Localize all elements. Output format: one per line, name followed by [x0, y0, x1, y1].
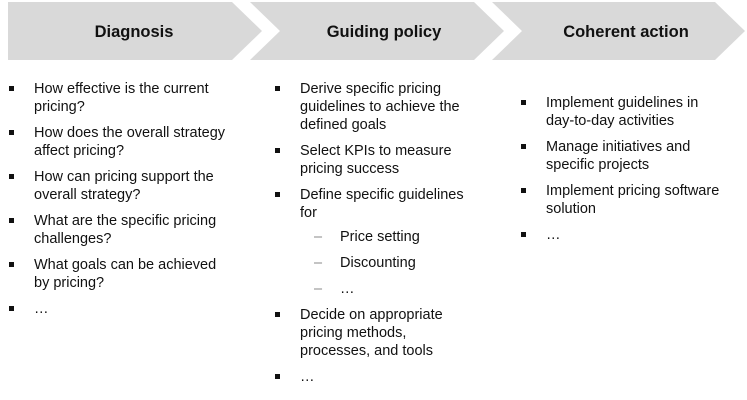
coherent-action-header: Coherent action — [563, 23, 689, 41]
coherent-action-item: Implement guidelines in day-to-day activ… — [518, 94, 728, 130]
guideline-subitem: Price setting — [300, 228, 472, 246]
guiding-policy-header: Guiding policy — [327, 23, 442, 41]
guiding-policy-item: Define specific guidelines for Price set… — [272, 186, 472, 298]
guiding-policy-item-text: Derive specific pricing guidelines to ac… — [300, 81, 460, 133]
chevron-header-row: Diagnosis Guiding policy Coherent action — [8, 2, 745, 60]
diagnosis-list: How effective is the current pricing? Ho… — [6, 80, 228, 318]
diagnosis-item: How does the overall strategy affect pri… — [6, 124, 228, 160]
guiding-policy-item-text: Select KPIs to measure pricing success — [300, 143, 452, 177]
diagnosis-item: … — [6, 300, 228, 318]
guiding-policy-list: Derive specific pricing guidelines to ac… — [272, 80, 472, 386]
diagnosis-item: How effective is the current pricing? — [6, 80, 228, 116]
coherent-action-item: Implement pricing software solution — [518, 182, 728, 218]
diagnosis-item: How can pricing support the overall stra… — [6, 168, 228, 204]
diagnosis-item: What goals can be achieved by pricing? — [6, 256, 228, 292]
guiding-policy-item: Select KPIs to measure pricing success — [272, 142, 472, 178]
guideline-subitem: Discounting — [300, 254, 472, 272]
coherent-action-list: Implement guidelines in day-to-day activ… — [518, 94, 728, 244]
guideline-subitem: … — [300, 280, 472, 298]
guiding-policy-column: Derive specific pricing guidelines to ac… — [272, 80, 472, 394]
guiding-policy-chevron — [250, 2, 504, 60]
coherent-action-item: Manage initiatives and specific projects — [518, 138, 728, 174]
diagnosis-header: Diagnosis — [95, 23, 174, 41]
coherent-action-chevron — [492, 2, 745, 60]
guiding-policy-item: Derive specific pricing guidelines to ac… — [272, 80, 472, 134]
guiding-policy-item: Decide on appropriate pricing methods, p… — [272, 306, 472, 360]
diagnosis-item: What are the specific pricing challenges… — [6, 212, 228, 248]
diagnosis-chevron — [8, 2, 262, 60]
guideline-sublist: Price setting Discounting … — [300, 228, 472, 298]
guiding-policy-item-text: Decide on appropriate pricing methods, p… — [300, 307, 443, 359]
guiding-policy-item: … — [272, 368, 472, 386]
guiding-policy-item-text: Define specific guidelines for — [300, 187, 464, 221]
coherent-action-item: … — [518, 226, 728, 244]
coherent-action-column: Implement guidelines in day-to-day activ… — [518, 94, 728, 252]
diagnosis-column: How effective is the current pricing? Ho… — [6, 80, 228, 326]
guiding-policy-item-text: … — [300, 369, 315, 385]
